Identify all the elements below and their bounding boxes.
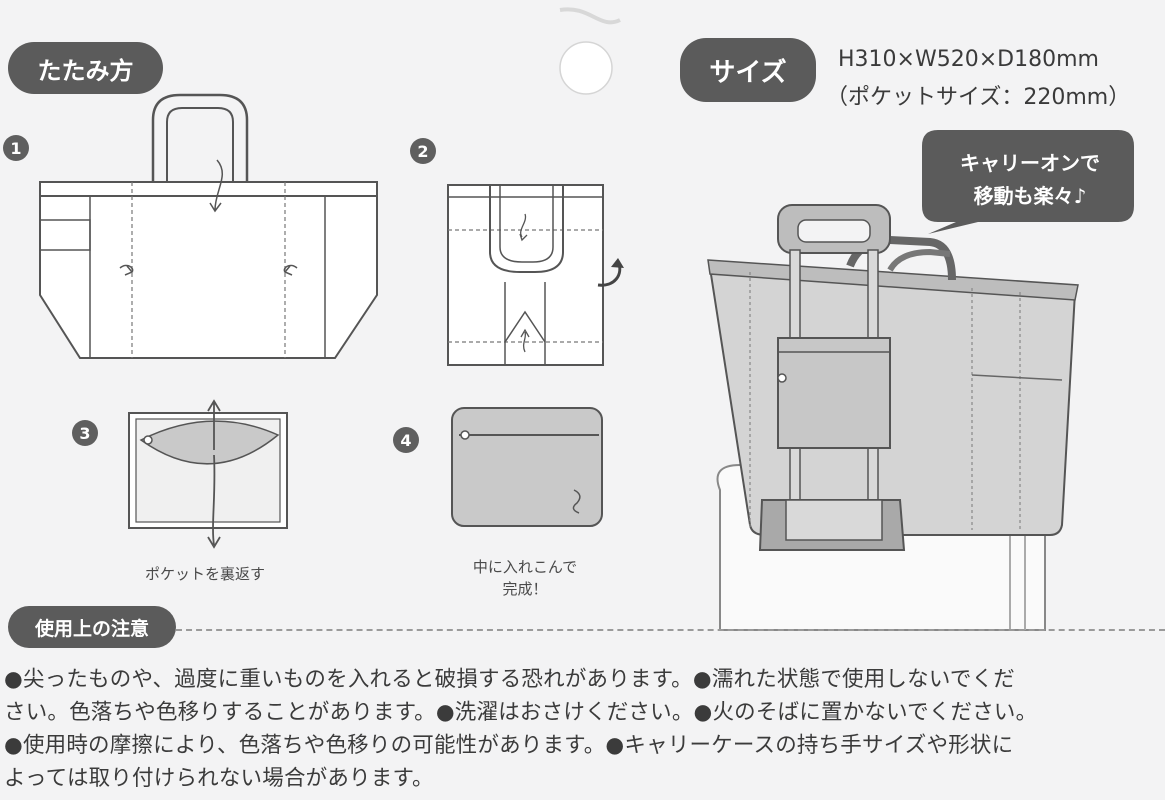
step-4-caption-line2: 完成！ [502, 580, 548, 598]
step-4-number: 4 [393, 427, 419, 453]
step-2-tote-diagram [447, 184, 604, 366]
step-3-pocket-diagram [128, 399, 288, 549]
step-2-number: 2 [410, 138, 436, 164]
size-label: サイズ [680, 38, 816, 102]
step-4-pouch-diagram [451, 407, 603, 527]
caution-line-4: よっては取り付けられない場合があります。 [4, 766, 434, 791]
tote-on-suitcase-illustration [707, 204, 1079, 631]
size-dimensions: H310×W520×D180mm [838, 47, 1099, 72]
callout-line-1: キャリーオンで [960, 151, 1100, 175]
pocket-size: （ポケットサイズ：220mm） [826, 85, 1131, 110]
caution-line-3: ●使用時の摩擦により、色落ちや色移りの可能性があります。●キャリーケースの持ち手… [4, 733, 1014, 758]
step-3-caption: ポケットを裏返す [144, 565, 265, 583]
speech-bubble [922, 130, 1134, 234]
callout-line-2: 移動も楽々♪ [973, 184, 1087, 208]
caution-line-1: ●尖ったものや、過度に重いものを入れると破損する恐れがあります。●濡れた状態で使… [4, 667, 1015, 692]
step-1-number: 1 [3, 135, 29, 161]
curved-arrow-icon [597, 258, 624, 287]
step-1-tote-diagram [39, 93, 378, 359]
caution-title: 使用上の注意 [8, 606, 176, 648]
folding-title: たたみ方 [8, 42, 163, 94]
step-4-caption-line1: 中に入れこんで [472, 558, 578, 576]
caution-line-2: さい。色落ちや色移りすることがあります。●洗濯はおさけください。●火のそばに置か… [4, 700, 1038, 725]
caution-divider [176, 629, 1165, 631]
step-3-number: 3 [72, 420, 98, 446]
